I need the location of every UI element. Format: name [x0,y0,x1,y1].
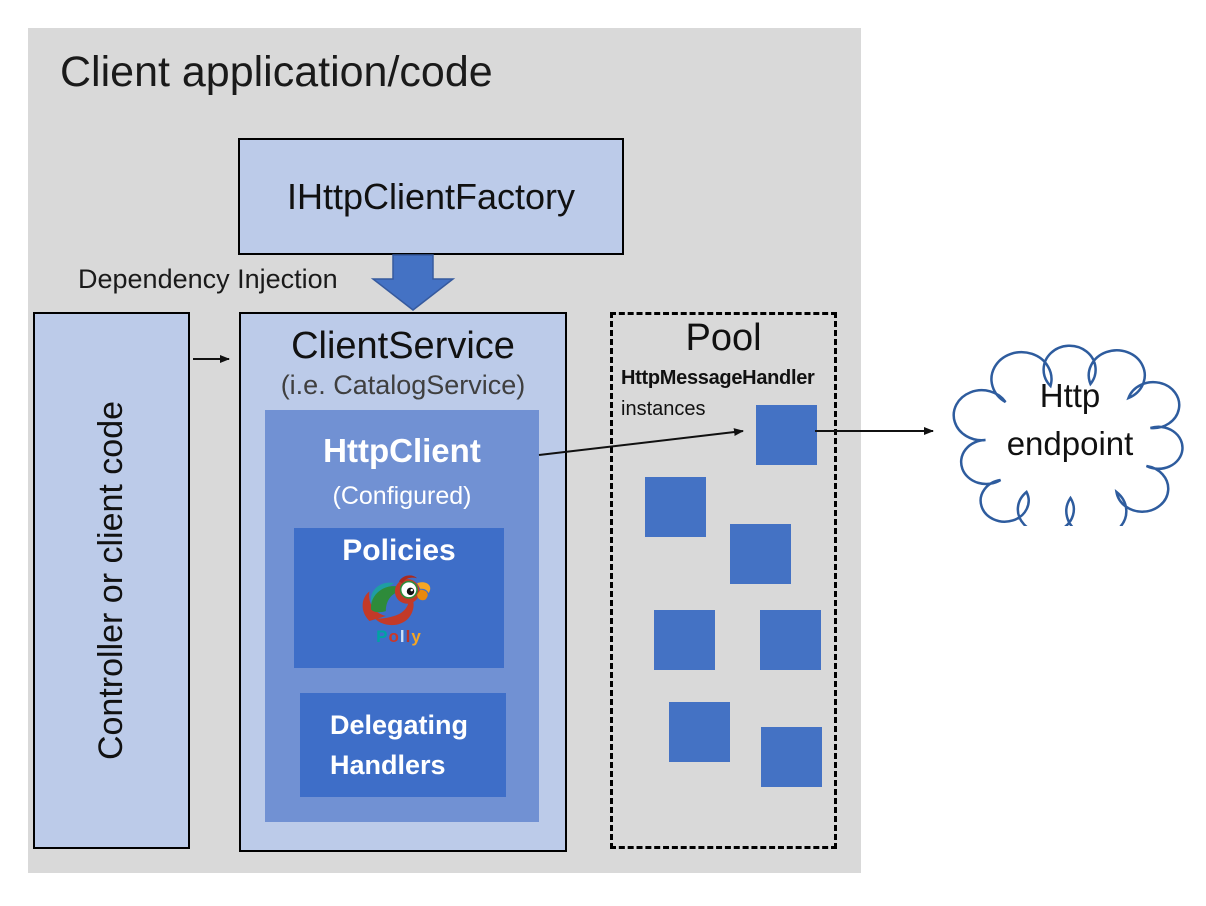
pool-title: Pool [685,317,762,359]
polly-wordmark-letter: P [376,627,389,646]
httpclient-title: HttpClient [323,432,481,469]
polly-wordmark-letter: l [405,627,412,646]
delegating-handlers-box: Delegating Handlers [300,693,506,797]
polly-logo: Polly [294,570,504,645]
polly-wordmark-letter: l [399,627,406,646]
pool-instances-label: instances [621,398,706,420]
httpmessagehandler-instance-square [760,610,821,670]
http-endpoint-label: Http endpoint [950,372,1190,468]
clientservice-subtitle: (i.e. CatalogService) [280,370,526,400]
controller-box: Controller or client code [33,312,190,849]
clientservice-title: ClientService [291,325,515,367]
httpclient-box: HttpClient (Configured) Policies [265,410,539,822]
httpmessagehandler-instance-square [654,610,715,670]
client-application-title: Client application/code [60,48,493,96]
clientservice-box: ClientService (i.e. CatalogService) Http… [239,312,567,852]
polly-wordmark-letter: y [411,627,422,646]
pool-type-label: HttpMessageHandler [621,367,815,389]
http-endpoint-cloud [952,344,1184,526]
polly-wordmark-letter: o [388,627,400,646]
polly-wordmark: Polly [376,628,422,645]
delegating-handlers-line2: Handlers [330,750,446,780]
dependency-injection-arrow-icon [370,254,456,311]
httpmessagehandler-instance-square [730,524,791,584]
httpmessagehandler-instance-square [669,702,730,762]
handler-pool: Pool HttpMessageHandler instances [610,312,837,849]
policies-box: Policies Polly [294,528,504,668]
delegating-handlers-line1: Delegating [330,710,469,740]
controller-label: Controller or client code [92,400,130,761]
http-endpoint-line1: Http [1039,377,1101,414]
httpmessagehandler-instance-square [645,477,706,537]
httpmessagehandler-instance-square [756,405,817,465]
httpmessagehandler-instance-square [761,727,822,787]
ihttpclientfactory-label: IHttpClientFactory [286,175,576,217]
polly-parrot-icon [362,575,431,626]
policies-title: Policies [342,534,456,567]
httpclient-subtitle: (Configured) [332,482,472,510]
ihttpclientfactory-box: IHttpClientFactory [238,138,624,255]
dependency-injection-label: Dependency Injection [78,264,338,294]
http-endpoint-line2: endpoint [1006,425,1134,462]
